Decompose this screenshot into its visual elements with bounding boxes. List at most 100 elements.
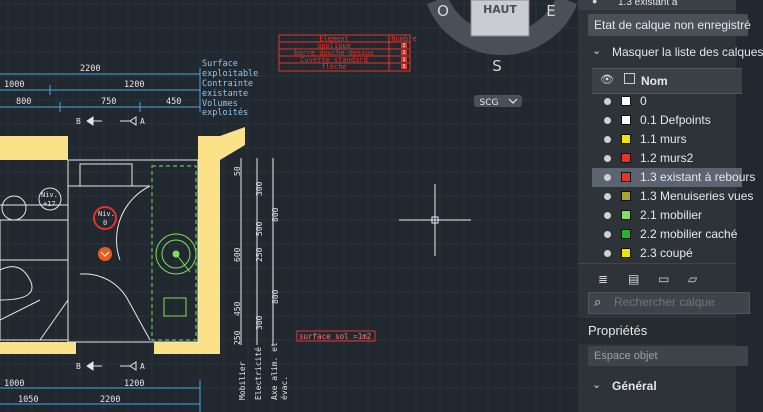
layer-row[interactable]: 2.1 mobilier (592, 206, 742, 225)
layer-row[interactable]: 1.3 existant à rebours (592, 168, 755, 187)
niv-label: +17 (43, 200, 56, 208)
dim-label: 1200 (124, 80, 144, 90)
general-title: Général (612, 379, 657, 393)
layer-list-header: 👁 Nom (592, 68, 742, 94)
cad-drawing[interactable]: HAUT O E S SCG Elément Nombre applique b… (0, 0, 578, 412)
dim-label: 750 (101, 97, 116, 107)
dim-label: 1200 (124, 379, 144, 389)
layer-combo-top[interactable]: ● 1.3 existant à (578, 0, 736, 10)
ucs-menu[interactable]: SCG (474, 95, 522, 108)
new-layer-icon[interactable]: ▤ (628, 272, 640, 286)
dim-label: 50 (233, 166, 242, 176)
top-dimensions: 2200 1000 1200 800 750 450 (0, 64, 201, 112)
section-marks-bottom: B A (76, 361, 145, 371)
layer-name: 2.2 mobilier caché (640, 227, 738, 241)
visibility-dot-icon[interactable] (604, 193, 611, 200)
visibility-dot-icon[interactable] (604, 117, 611, 124)
layer-row[interactable]: 1.1 murs (592, 130, 742, 149)
layer-color-swatch[interactable] (621, 248, 631, 258)
chevron-down-icon: ⌄ (592, 379, 602, 391)
fixtures (151, 165, 197, 341)
dim-label: 300 (255, 181, 264, 196)
layer-name: 0.1 Defpoints (640, 113, 711, 127)
note-line: exploitable (202, 69, 258, 79)
compass-west[interactable]: O (437, 2, 449, 20)
legend-table: Elément Nombre applique barre douche des… (278, 34, 417, 72)
column-name[interactable]: Nom (641, 74, 668, 88)
layer-name: 2.1 mobilier (640, 208, 703, 222)
layer-row[interactable]: 2.3 coupé (592, 244, 742, 263)
dim-label: 1000 (4, 80, 24, 90)
note-line: Contrainte (202, 79, 253, 89)
dim-label: 800 (16, 97, 31, 107)
layer-row[interactable]: 1.3 Menuiseries vues (592, 187, 753, 206)
color-column-icon[interactable] (624, 73, 635, 84)
layer-color-swatch[interactable] (621, 134, 631, 144)
legend-row-label: Cuvette standard (300, 56, 367, 64)
legend-header-element: Elément (319, 35, 349, 43)
layer-row[interactable]: 0.1 Defpoints (592, 111, 742, 130)
dim-label: 1000 (4, 379, 24, 389)
layer-color-swatch[interactable] (621, 191, 631, 201)
compass-east[interactable]: E (546, 2, 555, 20)
search-input[interactable] (614, 294, 734, 310)
dim-label: 600 (233, 247, 242, 262)
note-line: exploités (202, 107, 248, 118)
visibility-dot-icon[interactable] (604, 250, 611, 257)
dim-label: 2200 (100, 395, 120, 405)
general-section[interactable]: ⌄ Général (578, 374, 736, 398)
object-space-label: Espace objet (594, 350, 658, 362)
dim-label: 250 (233, 330, 242, 345)
eye-icon[interactable]: 👁 (600, 74, 614, 86)
visibility-dot-icon[interactable] (604, 155, 611, 162)
layers-stack-icon[interactable]: ≣ (598, 272, 609, 286)
section-label: A (140, 117, 145, 126)
compass-south[interactable]: S (492, 57, 502, 75)
legend-row-count: 1 (402, 57, 405, 63)
folder-icon[interactable]: ▭ (658, 272, 670, 286)
layer-color-swatch[interactable] (621, 153, 631, 163)
search-layer[interactable]: ⌕ (578, 291, 750, 314)
layer-state-dropdown[interactable]: Etat de calque non enregistré (578, 14, 751, 36)
note-line: évac. (279, 376, 289, 400)
hide-list-toggle[interactable]: ⌄ Masquer la liste des calques (578, 42, 763, 62)
visibility-dot-icon[interactable] (604, 212, 611, 219)
layer-color-swatch[interactable] (621, 172, 631, 182)
bottom-dimensions: 1000 1200 1050 2200 (0, 379, 201, 412)
visibility-dot-icon[interactable] (604, 174, 611, 181)
visibility-dot-icon[interactable] (604, 231, 611, 238)
layer-name: 1.3 existant à rebours (640, 170, 756, 184)
vertical-dimensions: 50 300 500 800 600 250 800 450 300 250 (233, 158, 280, 345)
niv-label: Niv. (98, 210, 115, 218)
visibility-dot-icon[interactable] (604, 136, 611, 143)
drawing-canvas[interactable]: HAUT O E S SCG Elément Nombre applique b… (0, 0, 578, 412)
section-marks-top: B A (76, 116, 145, 126)
eye-icon: ● (592, 0, 598, 6)
layer-color-swatch[interactable] (621, 115, 631, 125)
layer-color-swatch[interactable] (621, 96, 631, 106)
dim-label: 300 (255, 315, 264, 330)
object-space-field[interactable]: Espace objet (578, 346, 748, 368)
note-line: Mobilier (238, 361, 247, 400)
legend-row-label: flèche (321, 63, 346, 71)
layer-row[interactable]: 1.2 murs2 (592, 149, 742, 168)
viewcube-top-label: HAUT (483, 3, 517, 16)
dim-label: 500 (255, 221, 264, 236)
layer-row[interactable]: 0 (592, 92, 742, 111)
note-line: Axe alim. et (270, 342, 279, 400)
layer-row[interactable]: 2.2 mobilier caché (592, 225, 742, 244)
viewcube-face[interactable] (470, 0, 530, 37)
layer-color-swatch[interactable] (621, 210, 631, 220)
visibility-dot-icon[interactable] (604, 98, 611, 105)
crosshair-cursor (399, 184, 471, 256)
section-label: A (140, 362, 145, 371)
folder-open-icon[interactable]: ▱ (688, 272, 698, 286)
viewcube[interactable]: HAUT O E S (426, 0, 578, 75)
layer-color-swatch[interactable] (621, 229, 631, 239)
section-label: B (76, 117, 81, 126)
dim-label: 1050 (18, 395, 38, 405)
layer-state-label: Etat de calque non enregistré (594, 18, 751, 32)
note-line: Surface (202, 59, 238, 69)
layer-name: 0 (640, 94, 647, 108)
niv-label: 0 (103, 219, 107, 227)
